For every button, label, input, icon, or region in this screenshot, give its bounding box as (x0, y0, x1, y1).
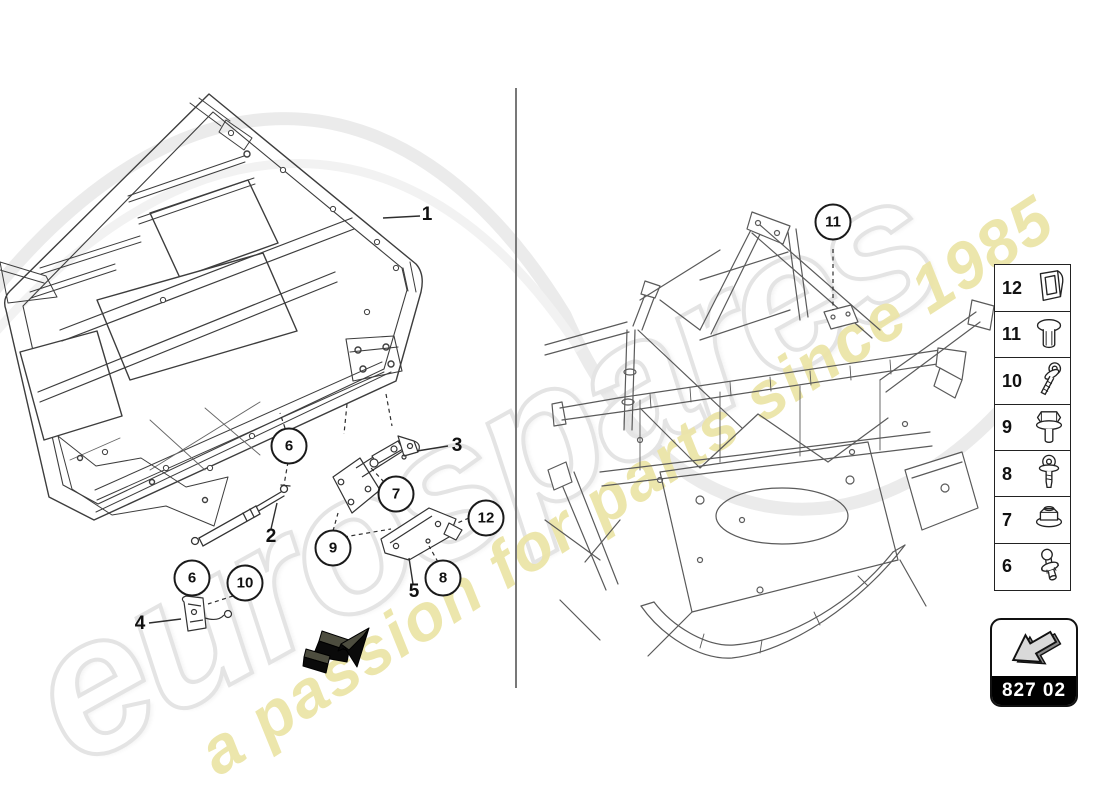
view-divider (515, 88, 517, 688)
part-label-5[interactable]: 5 (408, 581, 420, 602)
part-callout-8[interactable]: 8 (424, 559, 462, 597)
part-callout-11[interactable]: 11 (814, 203, 852, 241)
legend-number: 9 (1002, 417, 1013, 438)
section-code: 827 02 (992, 676, 1076, 705)
flange-bolt-icon (1028, 407, 1070, 449)
legend-number: 6 (1002, 556, 1013, 577)
expanding-rivet-icon (1028, 314, 1070, 356)
part-label-4[interactable]: 4 (134, 613, 146, 634)
ball-stud-icon (1028, 546, 1070, 588)
fastener-legend: 12 11 10 (994, 264, 1071, 591)
shoulder-screw-icon (1028, 453, 1070, 495)
latch-drawing (380, 507, 463, 561)
part-label-2[interactable]: 2 (265, 526, 277, 547)
part-callout-6-lower[interactable]: 6 (173, 559, 211, 597)
flange-nut-icon (1028, 499, 1070, 541)
part-callout-9[interactable]: 9 (314, 529, 352, 567)
section-nav-box[interactable]: 827 02 (990, 618, 1078, 707)
part-label-1[interactable]: 1 (421, 204, 433, 225)
legend-row-10[interactable]: 10 (994, 357, 1071, 406)
legend-number: 8 (1002, 463, 1013, 484)
spring-clip-icon (1028, 267, 1070, 309)
legend-number: 12 (1002, 277, 1023, 298)
legend-row-7[interactable]: 7 (994, 496, 1071, 545)
washer-screw-icon (1028, 360, 1070, 402)
legend-number: 10 (1002, 370, 1023, 391)
legend-row-6[interactable]: 6 (994, 542, 1071, 591)
part-callout-6-upper[interactable]: 6 (270, 427, 308, 465)
legend-row-8[interactable]: 8 (994, 450, 1071, 499)
arrow-up-left-icon (992, 620, 1076, 676)
legend-row-12[interactable]: 12 (994, 264, 1071, 313)
legend-number: 11 (1002, 324, 1022, 345)
legend-number: 7 (1002, 509, 1013, 530)
legend-row-9[interactable]: 9 (994, 403, 1071, 452)
legend-row-11[interactable]: 11 (994, 310, 1071, 359)
part-callout-12[interactable]: 12 (467, 499, 505, 537)
part-callout-10[interactable]: 10 (226, 564, 264, 602)
chassis-drawing (544, 211, 995, 659)
buffer-bracket-drawing (181, 595, 233, 632)
part-label-3[interactable]: 3 (451, 435, 463, 456)
part-callout-7[interactable]: 7 (377, 475, 415, 513)
direction-arrow (302, 627, 370, 674)
